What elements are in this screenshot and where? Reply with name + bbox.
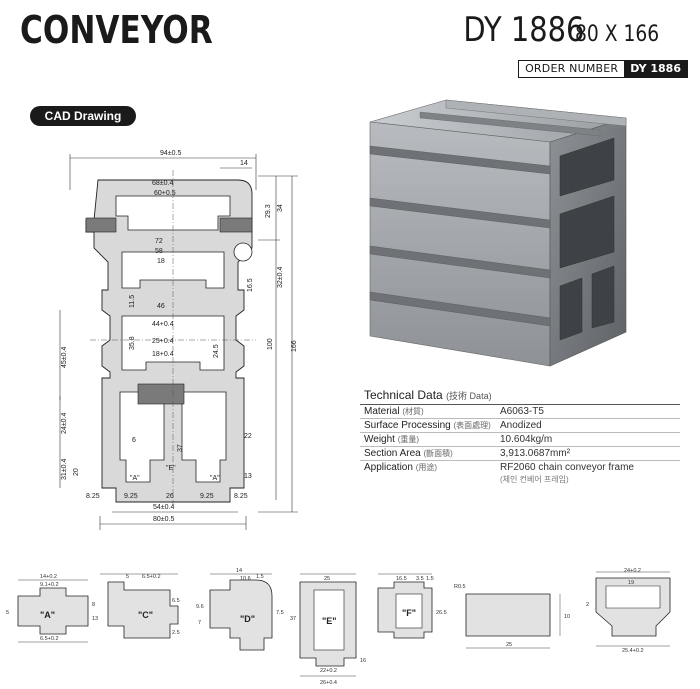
dim-60: 60+0.5: [154, 190, 176, 197]
svg-text:2.5: 2.5: [172, 630, 180, 636]
model-heading: DY 1886 80 X 166: [442, 10, 674, 50]
dim-54: 54±0.4: [153, 504, 174, 511]
dim-58: 58: [155, 248, 163, 255]
svg-text:9.1+0.2: 9.1+0.2: [40, 582, 59, 588]
svg-text:6.5+0.2: 6.5+0.2: [40, 636, 59, 642]
svg-text:1.5: 1.5: [256, 574, 264, 580]
technical-data-heading: Technical Data (技術 Data): [360, 386, 680, 405]
detail-f-label: "F": [402, 608, 416, 618]
dim-35-8: 35.8: [129, 336, 136, 350]
svg-text:14+0.2: 14+0.2: [40, 574, 57, 580]
dim-46: 46: [157, 303, 165, 310]
svg-text:19: 19: [628, 580, 634, 586]
dim-8-25b: 8.25: [234, 493, 248, 500]
dim-18: 18: [157, 258, 165, 265]
dim-29-3: 29.3: [265, 204, 272, 218]
svg-text:16: 16: [360, 658, 366, 664]
dim-16-5: 16.5: [247, 278, 254, 292]
svg-text:37: 37: [290, 616, 296, 622]
svg-text:26.5: 26.5: [436, 610, 447, 616]
detail-e-label: "E": [322, 616, 337, 626]
svg-text:16.5: 16.5: [396, 576, 407, 582]
dim-37: 37: [177, 444, 184, 452]
svg-text:13: 13: [92, 616, 98, 622]
dim-6: 6: [132, 437, 136, 444]
svg-text:22+0.2: 22+0.2: [320, 668, 337, 674]
label-e: "E": [166, 465, 176, 472]
dim-20: 20: [73, 468, 80, 476]
cad-drawing-badge: CAD Drawing: [30, 106, 136, 126]
dim-72: 72: [155, 238, 163, 245]
dim-14: 14: [240, 160, 248, 167]
dim-13: 13: [244, 473, 252, 480]
dim-34: 34: [277, 204, 284, 212]
profile-3d-render: [369, 99, 627, 367]
svg-text:5: 5: [6, 610, 9, 616]
svg-text:10: 10: [564, 614, 570, 620]
dim-80: 80±0.5: [153, 516, 174, 523]
svg-text:26+0.4: 26+0.4: [320, 680, 337, 686]
technical-data-table: Technical Data (技術 Data) Material (材質) A…: [360, 386, 680, 524]
detail-drawings: "A" "C" "D" "E" "F" 14+0.2 9.1+0.2 6.5+0…: [6, 568, 671, 686]
label-a-left: "A": [130, 475, 140, 482]
svg-text:25.4+0.2: 25.4+0.2: [622, 648, 644, 654]
svg-text:14: 14: [236, 568, 242, 574]
dim-45: 45±0.4: [61, 347, 68, 368]
svg-text:6.5+0.2: 6.5+0.2: [142, 574, 161, 580]
page-title: CONVEYOR: [20, 8, 213, 52]
order-number-value: DY 1886: [624, 61, 687, 77]
svg-text:6.5: 6.5: [172, 598, 180, 604]
svg-text:25: 25: [506, 642, 512, 648]
dim-18b: 18+0.4: [152, 351, 174, 358]
model-dimensions: 80 X 166: [574, 22, 660, 47]
svg-text:25: 25: [324, 576, 330, 582]
dim-25: 25+0.4: [152, 338, 174, 345]
svg-text:5: 5: [126, 574, 129, 580]
dim-68: 68±0.4: [152, 180, 173, 187]
dim-32: 32±0.4: [277, 267, 284, 288]
dim-24-5: 24.5: [213, 344, 220, 358]
dim-94: 94±0.5: [160, 150, 181, 157]
dim-22: 22: [244, 433, 252, 440]
dim-44: 44+0.4: [152, 321, 174, 328]
model-code: DY 1886: [463, 10, 585, 50]
cad-drawing: 94±0.5 14 68±0.4 60+0.5 72 58 18 46 44+0…: [59, 150, 298, 530]
tech-row-weight: Weight (重量) 10.604kg/m: [360, 433, 680, 447]
tech-row-section-area: Section Area (斷面積) 3,913.0687mm²: [360, 447, 680, 461]
dim-100: 100: [267, 338, 274, 350]
detail-a-label: "A": [40, 610, 55, 620]
svg-text:1.5: 1.5: [426, 576, 434, 582]
tech-row-surface: Surface Processing (表面處理) Anodized: [360, 419, 680, 433]
svg-text:10.6: 10.6: [240, 576, 251, 582]
tech-row-material: Material (材質) A6063-T5: [360, 405, 680, 419]
svg-text:7: 7: [198, 620, 201, 626]
dim-8-25a: 8.25: [86, 493, 100, 500]
svg-text:8: 8: [92, 602, 95, 608]
dim-9-25b: 9.25: [200, 493, 214, 500]
svg-text:7.5: 7.5: [276, 610, 284, 616]
svg-text:3.5: 3.5: [416, 576, 424, 582]
order-number-label: ORDER NUMBER: [519, 61, 625, 77]
svg-text:24+0.2: 24+0.2: [624, 568, 641, 574]
detail-c-label: "C": [138, 610, 153, 620]
dim-31: 31±0.4: [61, 459, 68, 480]
dim-9-25a: 9.25: [124, 493, 138, 500]
dim-26: 26: [166, 493, 174, 500]
tech-row-application: Application (用途) RF2060 chain conveyor f…: [364, 462, 634, 484]
label-a-right: "A": [210, 475, 220, 482]
svg-text:R0.5: R0.5: [454, 584, 466, 590]
svg-text:9.6: 9.6: [196, 604, 204, 610]
dim-24: 24±0.4: [61, 413, 68, 434]
dim-166: 166: [291, 340, 298, 352]
order-number-badge: ORDER NUMBER DY 1886: [518, 60, 688, 78]
dim-11-5: 11.5: [129, 295, 136, 308]
svg-text:2: 2: [586, 602, 589, 608]
detail-d-label: "D": [240, 614, 255, 624]
